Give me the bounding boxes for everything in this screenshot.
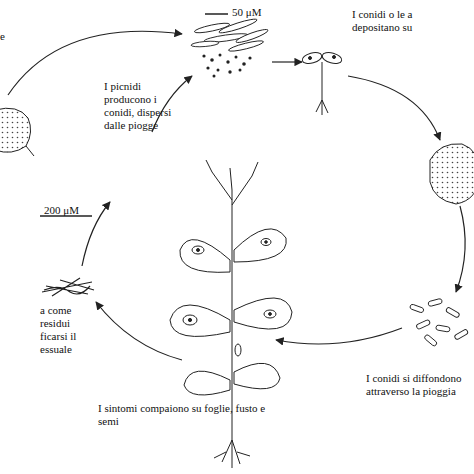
pycnidium bbox=[430, 144, 474, 204]
stage-text: a come residui ficarsi il essuale bbox=[40, 304, 98, 356]
seedling bbox=[301, 51, 343, 115]
scale-label: 50 μM bbox=[232, 6, 282, 19]
stage-text: I conidi o le a depositano su bbox=[352, 8, 434, 34]
plant bbox=[170, 160, 292, 468]
spores bbox=[191, 17, 269, 53]
stage-text: I sintomi compaiono su foglie, fusto e s… bbox=[98, 402, 273, 428]
pycnidium bbox=[0, 108, 34, 156]
conidia bbox=[409, 298, 468, 347]
scale-label: 200 μM bbox=[44, 204, 104, 217]
scale-bar bbox=[205, 13, 228, 15]
cycle-arrow bbox=[8, 31, 465, 360]
crop-residue bbox=[42, 278, 94, 296]
stage-text: I picnidi producono i conidi, dispersi d… bbox=[104, 80, 186, 132]
cropped-text: e bbox=[0, 30, 20, 43]
conidia-dots bbox=[202, 54, 251, 78]
stage-text: I conidi si diffondono attraverso la pio… bbox=[366, 372, 474, 398]
